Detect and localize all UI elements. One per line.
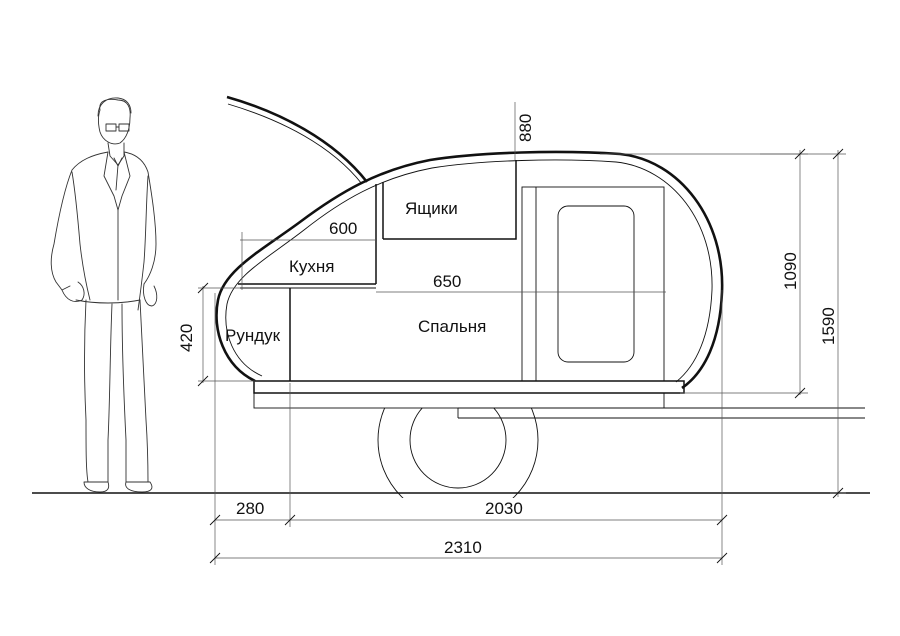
dim-front-length: 280 bbox=[236, 499, 264, 518]
dimension-lines bbox=[197, 102, 846, 565]
dim-body-height: 1090 bbox=[781, 252, 800, 290]
label-kitchen: Кухня bbox=[289, 257, 335, 276]
dim-chest-height: 420 bbox=[177, 324, 196, 352]
label-bedroom: Спальня bbox=[418, 317, 486, 336]
dim-bedroom-width: 650 bbox=[433, 272, 461, 291]
trailer-body bbox=[215, 150, 865, 498]
dim-kitchen-width: 600 bbox=[329, 219, 357, 238]
dim-total-length: 2310 bbox=[444, 538, 482, 557]
dim-total-height: 1590 bbox=[819, 307, 838, 345]
wheel-icon bbox=[377, 408, 539, 498]
dim-top-height: 880 bbox=[516, 114, 535, 142]
label-drawers: Ящики bbox=[405, 199, 458, 218]
person-figure bbox=[50, 97, 158, 493]
label-chest: Рундук bbox=[225, 326, 281, 345]
dim-main-length: 2030 bbox=[485, 499, 523, 518]
door bbox=[521, 186, 665, 382]
rear-hatch bbox=[226, 95, 369, 183]
window bbox=[557, 205, 635, 363]
interior-compartments bbox=[238, 160, 665, 382]
